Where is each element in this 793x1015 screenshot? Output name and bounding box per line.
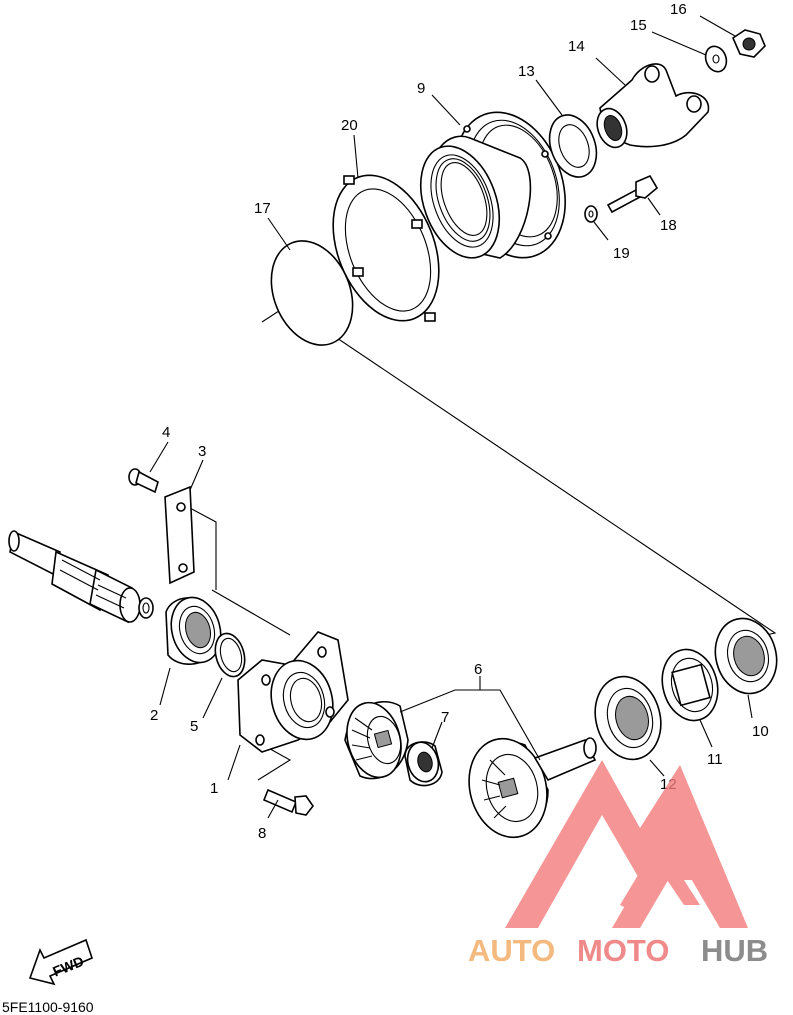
callout-1: 1 <box>210 780 218 797</box>
callout-4: 4 <box>162 424 170 441</box>
wordmark-auto: AUTO <box>468 933 555 968</box>
part-8-bolt <box>262 788 314 816</box>
callout-16: 16 <box>670 1 687 18</box>
part-15-washer <box>704 45 728 73</box>
input-shaft <box>8 530 154 624</box>
automotohub-wordmark: AUTO MOTO HUB <box>468 933 768 968</box>
callout-8: 8 <box>258 825 266 842</box>
callout-10: 10 <box>752 723 769 740</box>
assembly-line-plate <box>187 506 217 590</box>
callout-6: 6 <box>474 661 482 678</box>
part-14-yoke <box>596 63 710 149</box>
part-13-oil-seal <box>548 114 598 178</box>
part-16-nut <box>731 29 766 58</box>
callout-9: 9 <box>417 80 425 97</box>
part-5-circlip <box>214 632 246 678</box>
wordmark-moto: MOTO <box>577 933 669 968</box>
callout-2: 2 <box>150 707 158 724</box>
fwd-arrow-icon: FWD <box>28 938 93 986</box>
part-6-bevel-gear-small <box>344 701 409 780</box>
part-4-screw <box>128 468 159 494</box>
callout-19: 19 <box>613 245 630 262</box>
part-1-bracket <box>237 631 349 753</box>
part-19-washer <box>584 205 598 223</box>
logo-triangle-icon <box>505 760 748 928</box>
part-9-housing <box>419 111 566 259</box>
part-2-bearing <box>165 596 222 665</box>
automotohub-logo <box>505 760 748 928</box>
callout-7: 7 <box>441 709 449 726</box>
part-3-plate <box>164 485 195 585</box>
logo-g-icon <box>620 855 700 910</box>
callout-15: 15 <box>630 17 647 34</box>
part-10-bearing <box>714 617 778 695</box>
assembly-line-shaft <box>211 589 291 636</box>
part-11-lock-nut <box>661 648 719 722</box>
callout-5: 5 <box>190 718 198 735</box>
callout-14: 14 <box>568 38 585 55</box>
callout-17: 17 <box>254 200 271 217</box>
callout-20: 20 <box>341 117 358 134</box>
assembly-line-bolt <box>257 744 292 781</box>
part-code: 5FE1100-9160 <box>2 999 94 1015</box>
callout-13: 13 <box>518 63 535 80</box>
callout-labels: 1 2 3 4 5 6 7 8 9 10 11 12 13 14 15 16 1… <box>150 1 769 842</box>
callout-18: 18 <box>660 217 677 234</box>
part-18-bolt <box>606 174 659 214</box>
leader-lines <box>149 15 753 819</box>
part-6-bevel-gear-large <box>468 737 597 839</box>
part-20-shim <box>332 174 440 322</box>
wordmark-hub: HUB <box>701 933 768 968</box>
callout-3: 3 <box>198 443 206 460</box>
part-12-bearing <box>594 675 662 761</box>
assembly-line <box>261 304 777 646</box>
callout-11: 11 <box>707 751 723 768</box>
part-7-collar <box>404 741 443 787</box>
